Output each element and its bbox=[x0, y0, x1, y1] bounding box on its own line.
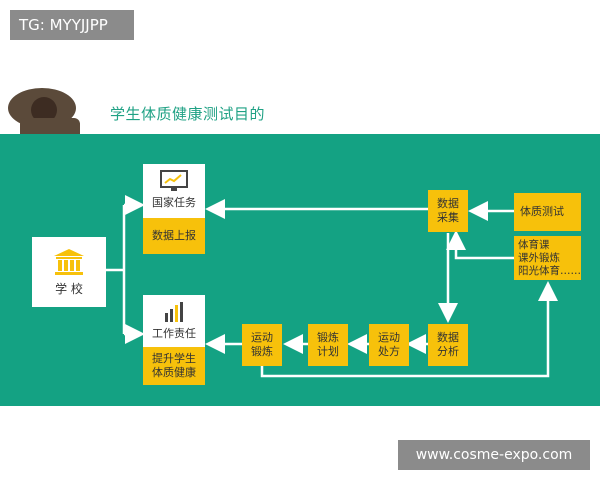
exercise-training-line2: 锻炼 bbox=[251, 345, 273, 358]
watermark-bottom: www.cosme-expo.com bbox=[398, 440, 590, 470]
data-collection-box: 数据 采集 bbox=[428, 190, 468, 232]
fitness-test-label: 体质测试 bbox=[520, 205, 564, 218]
activities-line3: 阳光体育…… bbox=[518, 265, 581, 277]
exercise-training-line1: 运动 bbox=[251, 331, 273, 344]
building-columns-icon bbox=[54, 249, 84, 275]
national-task-box: 国家任务 bbox=[143, 164, 205, 218]
data-report-box: 数据上报 bbox=[143, 218, 205, 254]
school-box: 学 校 bbox=[32, 237, 106, 307]
improve-health-line1: 提升学生 bbox=[152, 352, 196, 365]
fitness-test-box: 体质测试 bbox=[514, 193, 581, 231]
data-analysis-line2: 分析 bbox=[437, 345, 459, 358]
data-analysis-line1: 数据 bbox=[437, 331, 459, 344]
training-plan-line1: 锻炼 bbox=[317, 331, 339, 344]
training-plan-box: 锻炼 计划 bbox=[308, 324, 348, 366]
bar-chart-icon bbox=[165, 302, 183, 322]
data-report-label: 数据上报 bbox=[152, 229, 196, 242]
national-task-label: 国家任务 bbox=[152, 196, 196, 209]
exercise-prescription-box: 运动 处方 bbox=[369, 324, 409, 366]
activities-line2: 课外锻炼 bbox=[518, 252, 560, 264]
improve-health-box: 提升学生 体质健康 bbox=[143, 347, 205, 385]
improve-health-line2: 体质健康 bbox=[152, 366, 196, 379]
slide-title: 学生体质健康测试目的 bbox=[110, 105, 266, 123]
monitor-chart-icon bbox=[160, 170, 188, 191]
data-analysis-box: 数据 分析 bbox=[428, 324, 468, 366]
exercise-prescription-line2: 处方 bbox=[378, 345, 400, 358]
training-plan-line2: 计划 bbox=[317, 345, 339, 358]
exercise-training-box: 运动 锻炼 bbox=[242, 324, 282, 366]
work-responsibility-label: 工作责任 bbox=[152, 327, 196, 340]
data-collection-line2: 采集 bbox=[437, 211, 459, 224]
exercise-prescription-line1: 运动 bbox=[378, 331, 400, 344]
work-responsibility-box: 工作责任 bbox=[143, 295, 205, 347]
watermark-top: TG: MYYJJPP bbox=[10, 10, 134, 40]
school-label: 学 校 bbox=[55, 282, 83, 296]
activities-box: 体育课 课外锻炼 阳光体育…… bbox=[514, 236, 581, 280]
activities-line1: 体育课 bbox=[518, 239, 550, 251]
data-collection-line1: 数据 bbox=[437, 197, 459, 210]
